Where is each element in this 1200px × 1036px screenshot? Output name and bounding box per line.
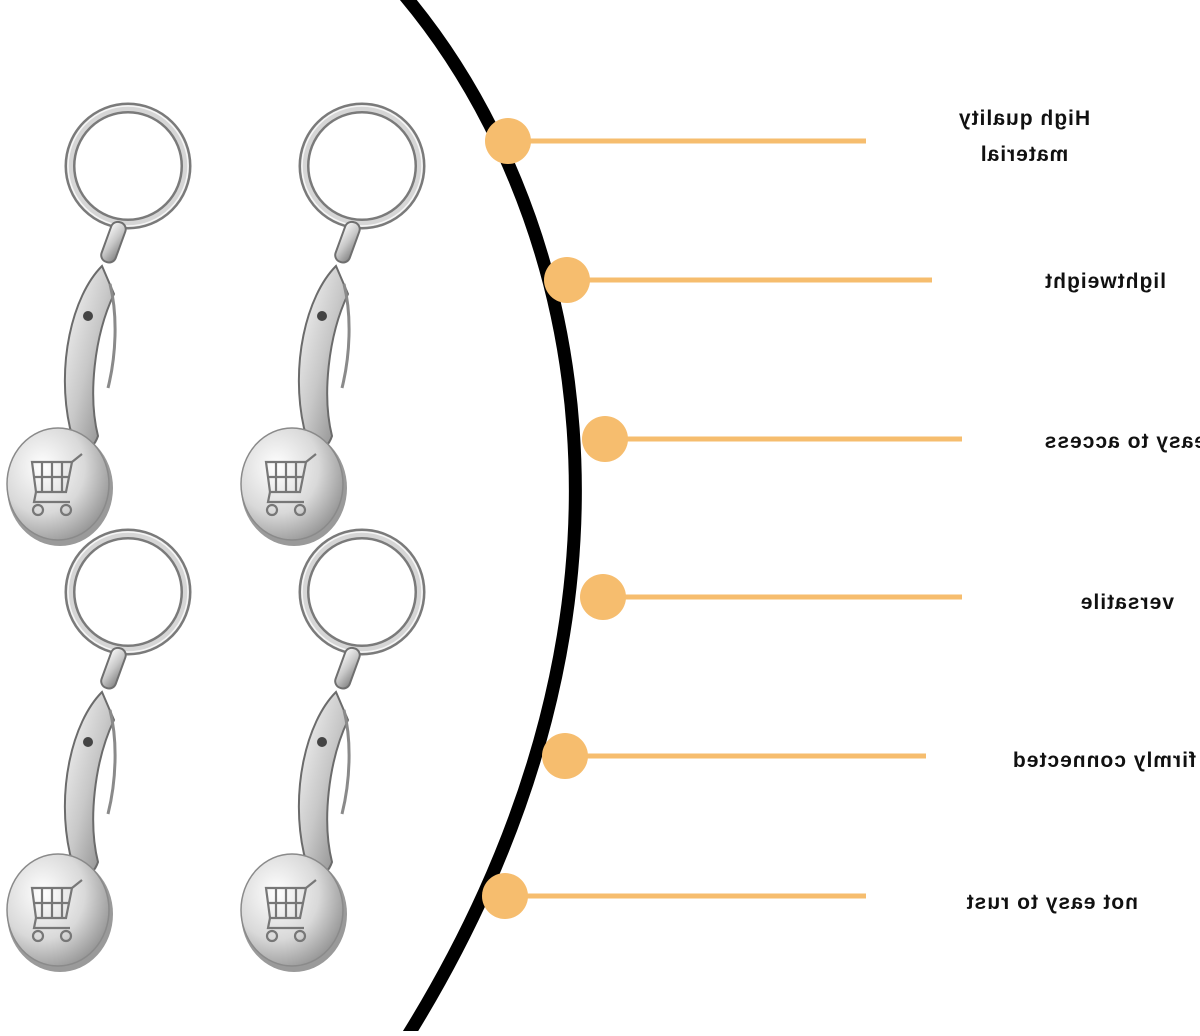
feature-label-versatile: versatile [1079,591,1174,614]
feature-label-lightweight: lightweight [1044,270,1166,293]
feature-label-firmly-connected: firmly connected [1011,749,1196,772]
connector-group [482,118,962,919]
feature-dot-5 [542,733,588,779]
feature-label-high-quality-material: High quality material [957,107,1091,166]
keychain-1 [7,106,188,546]
keychain-2 [241,106,422,546]
keychain-3 [7,532,188,972]
keychain-group [7,106,422,972]
curved-divider [399,0,582,1036]
feature-dot-4 [580,574,626,620]
feature-label-not-easy-to-rust: not easy to rust [965,891,1138,914]
feature-dot-2 [544,257,590,303]
feature-dot-6 [482,873,528,919]
feature-label-easy-to-access: easy to access [1043,430,1200,453]
keychain-4 [241,532,422,972]
feature-dot-1 [485,118,531,164]
feature-dot-3 [582,416,628,462]
